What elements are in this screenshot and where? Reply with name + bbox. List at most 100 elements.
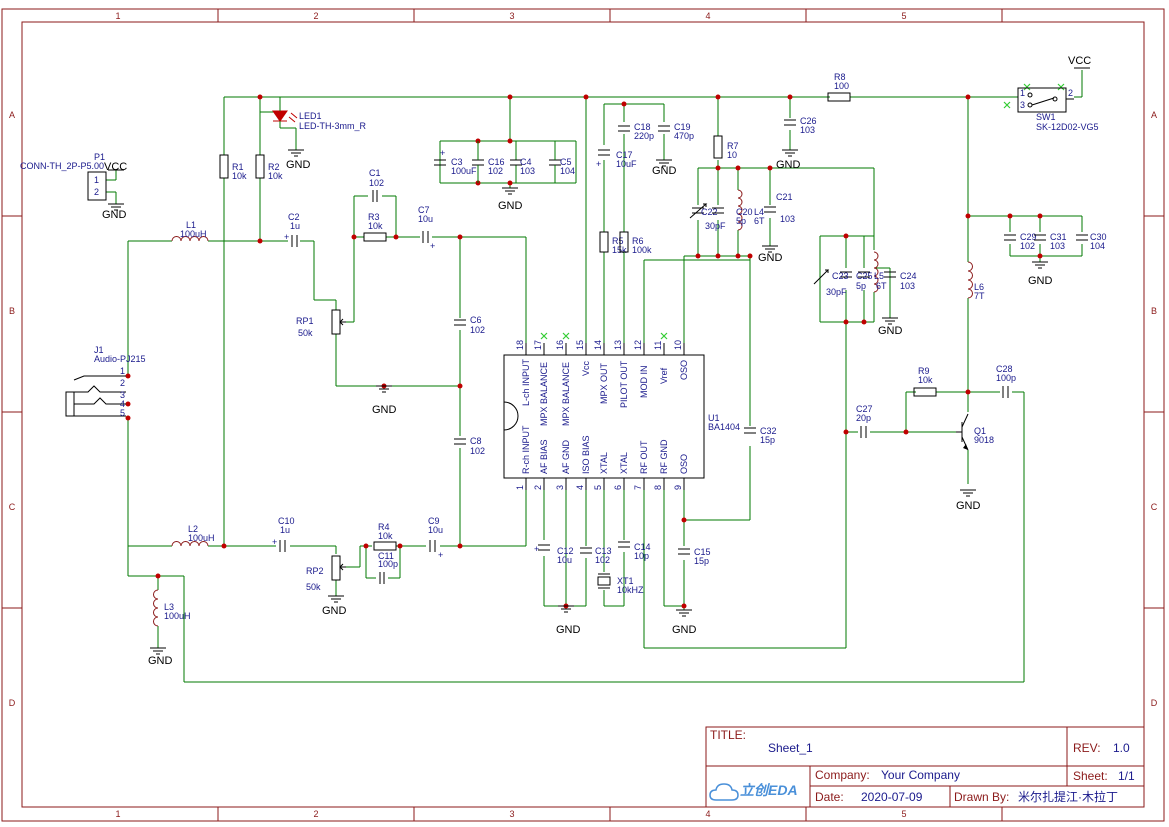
l5-ref: L5 xyxy=(874,271,884,281)
c14-value: 10p xyxy=(634,551,649,561)
svg-text:+: + xyxy=(430,241,435,251)
c20 xyxy=(712,207,724,214)
c26 xyxy=(784,119,796,126)
drawn-by-value: 米尔扎提江·木拉丁 xyxy=(1018,789,1118,804)
frame-col-bottom-1: 1 xyxy=(115,809,120,819)
r8-value: 100 xyxy=(834,81,849,91)
u1-ref: U1 xyxy=(708,413,720,423)
c31-value: 103 xyxy=(1050,241,1065,251)
ic-pin-name: Vref xyxy=(659,367,669,384)
frame-col-top-2: 2 xyxy=(313,11,318,21)
ic-pin-num: 5 xyxy=(593,485,603,490)
sw1-pin3: 3 xyxy=(1020,100,1025,110)
c2-value: 1u xyxy=(290,221,300,231)
c11 xyxy=(379,572,385,584)
c28-value: 100p xyxy=(996,373,1016,383)
gnd-label: GND xyxy=(776,159,801,171)
rp2-ref: RP2 xyxy=(306,566,324,576)
ic-pin-name: Vcc xyxy=(581,360,591,376)
c4-ref: C4 xyxy=(520,157,532,167)
c31-ref: C31 xyxy=(1050,232,1067,242)
c28 xyxy=(1002,386,1009,398)
gnd-label: GND xyxy=(878,325,903,337)
wires xyxy=(106,70,1083,683)
crystal-xt1: XT1 10kHZ xyxy=(597,573,644,595)
frame: 1 2 3 4 5 1 2 3 4 5 A B C D A B C D xyxy=(1,8,1165,822)
l6-ref: L6 xyxy=(974,282,984,292)
c27-ref: C27 xyxy=(856,404,873,414)
sw1-pin1: 1 xyxy=(1020,88,1025,98)
r8-body xyxy=(827,92,851,102)
ic-pin-num: 3 xyxy=(555,485,565,490)
c17-ref: C17 xyxy=(616,150,633,160)
frame-row-right-a: A xyxy=(1151,110,1157,120)
r7-body xyxy=(713,135,723,159)
l4-coil xyxy=(737,189,743,231)
c13-ref: C13 xyxy=(595,546,612,556)
gnd-label: GND xyxy=(102,209,127,221)
c18 xyxy=(618,125,630,132)
c29 xyxy=(1004,234,1016,241)
frame-col-bottom-3: 3 xyxy=(509,809,514,819)
rp1-ref: RP1 xyxy=(296,316,314,326)
p1-pin1: 1 xyxy=(94,175,99,185)
c19-ref: C19 xyxy=(674,122,691,132)
svg-text:+: + xyxy=(284,232,289,242)
gnd-label: GND xyxy=(758,252,783,264)
rp1-body xyxy=(331,309,341,335)
c7-value: 10u xyxy=(418,214,433,224)
vcc-label-sw1: VCC xyxy=(1068,55,1091,67)
ic-u1: U1 BA1404 18 17 16 15 14 13 12 11 10 L-c… xyxy=(503,340,740,490)
connector-p1: 1 2 P1 CONN-TH_2P-P5.00 xyxy=(20,152,107,201)
c5-value: 104 xyxy=(560,166,575,176)
sw1-value: SK-12D02-VG5 xyxy=(1036,122,1099,132)
ic-pin-name: MPX OUT xyxy=(599,362,609,404)
j1-ref: J1 xyxy=(94,345,104,355)
l6-value: 7T xyxy=(974,291,985,301)
c15-value: 15p xyxy=(694,556,709,566)
c18-ref: C18 xyxy=(634,122,651,132)
gnd-label: GND xyxy=(672,624,697,636)
c29-value: 102 xyxy=(1020,241,1035,251)
vcc-symbols: VCC VCC xyxy=(104,55,1091,173)
ic-pin-name: MPX BALANCE xyxy=(561,362,571,426)
c24 xyxy=(884,271,896,278)
r1-ref: R1 xyxy=(232,162,244,172)
j1-pin1: 1 xyxy=(120,366,125,376)
no-connect-marks xyxy=(540,83,1065,340)
c31 xyxy=(1034,234,1046,241)
c12 xyxy=(538,544,550,551)
r5-body xyxy=(599,231,609,253)
frame-row-left-a: A xyxy=(9,110,15,120)
c24-value: 103 xyxy=(900,281,915,291)
l2-coil xyxy=(171,541,209,547)
c10-ref: C10 xyxy=(278,516,295,526)
drawn-by-label: Drawn By: xyxy=(954,790,1009,804)
junctions xyxy=(125,94,1043,609)
c11-value: 100p xyxy=(378,559,398,569)
c30-ref: C30 xyxy=(1090,232,1107,242)
c3-ref: C3 xyxy=(451,157,463,167)
gnd-label: GND xyxy=(1028,275,1053,287)
r2-value: 10k xyxy=(268,171,283,181)
frame-row-left-d: D xyxy=(9,698,16,708)
r2-ref: R2 xyxy=(268,162,280,172)
capacitors: C1 102 C2 1u + C7 10u + C6 102 C8 102 C9… xyxy=(272,116,1107,584)
gnd-label: GND xyxy=(956,500,981,512)
date-label: Date: xyxy=(815,790,844,804)
c15 xyxy=(678,548,690,555)
p1-pin2: 2 xyxy=(94,187,99,197)
switch-sw1: 1 2 3 SW1 SK-12D02-VG5 xyxy=(1017,87,1099,132)
l2-value: 100uH xyxy=(188,533,215,543)
c17 xyxy=(598,149,610,156)
gnd-label: GND xyxy=(556,624,581,636)
led1-ref: LED1 xyxy=(299,111,322,121)
c1 xyxy=(372,190,378,202)
r7-ref: R7 xyxy=(727,141,739,151)
sheet-label: Sheet: xyxy=(1073,769,1108,783)
resistors: R1 10k R2 10k R3 10k R4 10k R5 15k R6 10… xyxy=(219,72,937,551)
c1-value: 102 xyxy=(369,178,384,188)
c10 xyxy=(279,540,286,552)
r3-ref: R3 xyxy=(368,212,380,222)
j1-pin5: 5 xyxy=(120,408,125,418)
